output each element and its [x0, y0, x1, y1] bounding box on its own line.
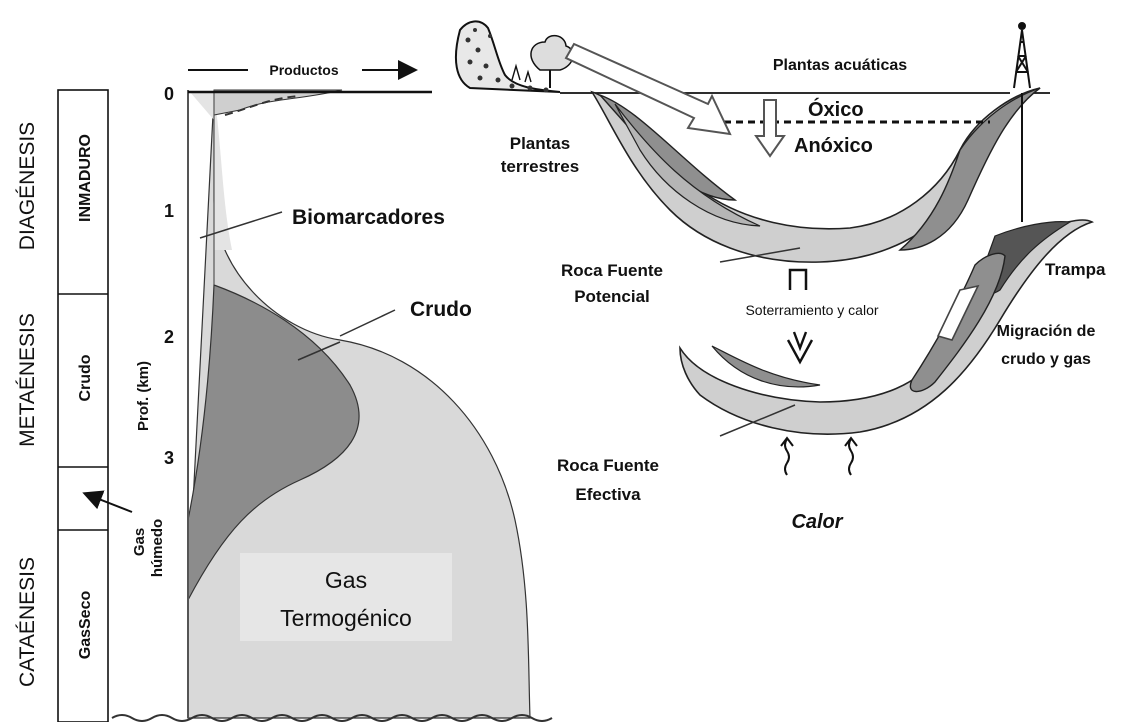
migracion-label-2: crudo y gas — [1001, 351, 1091, 368]
depth-tick-2: 2 — [164, 327, 174, 347]
depth-tick-3: 3 — [164, 448, 174, 468]
heat-down-arrow — [788, 332, 812, 362]
zone-crudo: Crudo — [77, 354, 94, 401]
depth-tick-0: 0 — [164, 84, 174, 104]
crudo-leader-2 — [340, 310, 395, 336]
crudo-label: Crudo — [410, 298, 472, 321]
stage-diagenesis: DIAGÉNESIS — [16, 122, 39, 250]
products-label: Productos — [269, 62, 338, 78]
plantas-acuaticas-label: Plantas acuáticas — [773, 57, 907, 74]
zone-gasseco: GasSeco — [77, 591, 94, 660]
roca-efectiva-label-2: Efectiva — [575, 485, 641, 504]
trampa-label: Trampa — [1045, 260, 1106, 279]
oil-derrick-icon — [1014, 23, 1030, 222]
oxico-label: Óxico — [808, 97, 864, 121]
gas-humedo-label-2: húmedo — [149, 519, 166, 577]
zone-inmaduro: INMADURO — [77, 134, 94, 222]
gas-humedo-label-1: Gas — [131, 528, 148, 556]
gas-termogenico-label-2: Termogénico — [280, 605, 412, 631]
roca-potencial-label-1: Roca Fuente — [561, 261, 663, 280]
burial-symbol — [790, 270, 806, 290]
heat-arrows — [781, 438, 857, 475]
biomarcadores-label: Biomarcadores — [292, 206, 445, 229]
roca-potencial-label-2: Potencial — [574, 287, 650, 306]
anoxico-label: Anóxico — [794, 135, 873, 157]
depth-axis-label: Prof. (km) — [135, 361, 152, 431]
roca-efectiva-label-1: Roca Fuente — [557, 456, 659, 475]
stage-metaenesis: METAÉNESIS — [16, 313, 39, 447]
terrestrial-input-arrow — [566, 44, 730, 134]
deposition-down-arrow — [756, 100, 784, 156]
depth-tick-1: 1 — [164, 201, 174, 221]
soterramiento-label: Soterramiento y calor — [745, 302, 878, 318]
calor-label: Calor — [791, 511, 843, 533]
plantas-terrestres-label-1: Plantas — [510, 134, 570, 153]
gas-termogenico-label-1: Gas — [325, 567, 367, 593]
stage-cataenesis: CATAÉNESIS — [16, 557, 39, 687]
plantas-terrestres-label-2: terrestres — [501, 157, 579, 176]
migracion-label-1: Migración de — [997, 323, 1096, 340]
terrestrial-plants-icon — [456, 21, 573, 92]
